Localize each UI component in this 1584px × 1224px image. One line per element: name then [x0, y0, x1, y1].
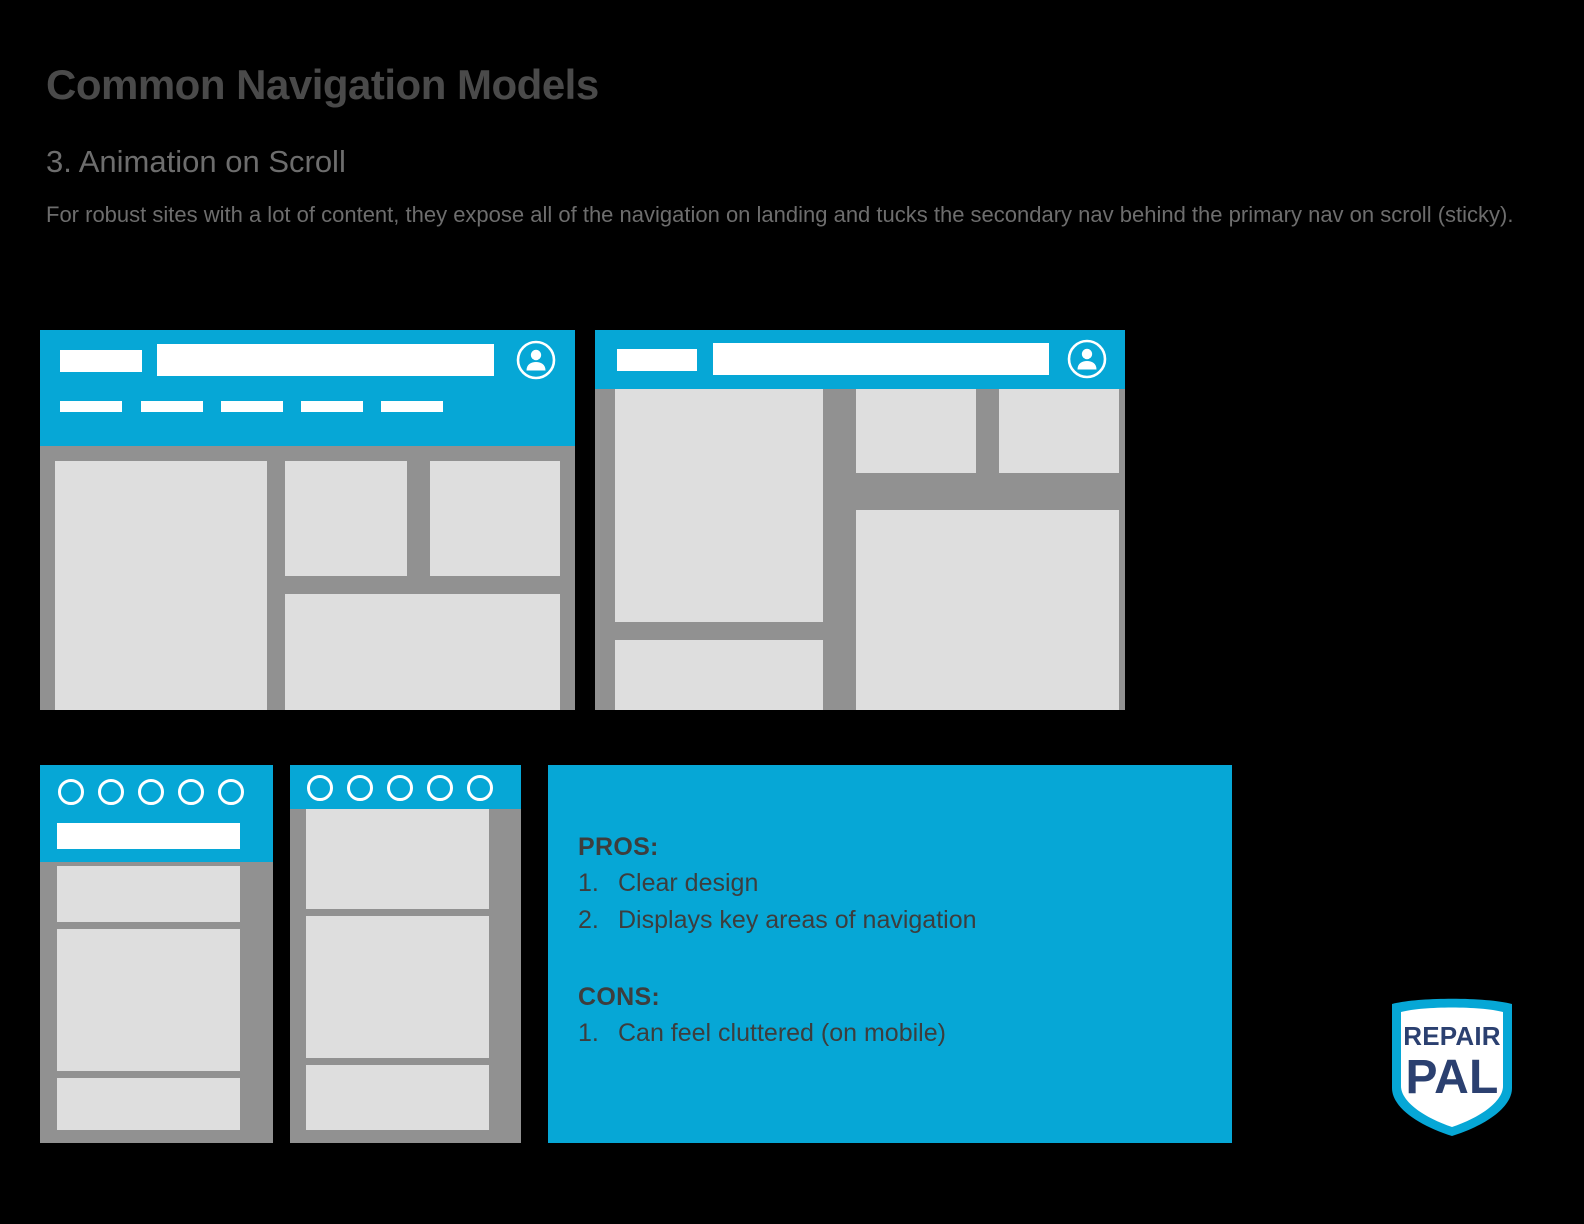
mobile1-nav-circle-3[interactable]: [138, 779, 164, 805]
desktop2-card-top-middle: [856, 389, 976, 473]
wireframe-mobile-landing: [40, 765, 273, 1143]
mobile1-content-block-3: [57, 1078, 240, 1130]
repairpal-logo: REPAIR PAL: [1388, 996, 1516, 1139]
mobile1-content-block-2: [57, 929, 240, 1071]
pros-item-2-text: Displays key areas of navigation: [618, 906, 977, 934]
pros-item-1-number: 1.: [578, 869, 599, 897]
pros-item-1: 1. Clear design: [578, 869, 758, 898]
repairpal-shield-icon: [1392, 998, 1512, 1136]
desktop1-secondary-nav-item-2[interactable]: [141, 401, 203, 412]
desktop1-secondary-nav-item-1[interactable]: [60, 401, 122, 412]
desktop2-card-top-right: [999, 389, 1119, 473]
mobile2-content-block-2: [306, 916, 489, 1058]
desktop1-card-bottom-wide: [285, 594, 560, 710]
pros-item-2-number: 2.: [578, 906, 599, 934]
mobile1-nav-circle-4[interactable]: [178, 779, 204, 805]
desktop2-card-bottom-left: [615, 640, 823, 710]
mobile2-nav-circle-5[interactable]: [467, 775, 493, 801]
logo-text-repair: REPAIR: [1403, 1021, 1501, 1051]
desktop1-search-pill[interactable]: [157, 344, 494, 376]
account-avatar-icon[interactable]: [1067, 339, 1107, 379]
section-subtitle: 3. Animation on Scroll: [46, 144, 346, 179]
mobile1-navbar: [40, 765, 273, 862]
pros-cons-panel: PROS: 1. Clear design 2. Displays key area…: [548, 765, 1232, 1143]
desktop2-logo-pill[interactable]: [617, 349, 697, 371]
mobile1-nav-circle-5[interactable]: [218, 779, 244, 805]
pros-item-2: 2. Displays key areas of navigation: [578, 906, 977, 935]
mobile1-nav-circle-2[interactable]: [98, 779, 124, 805]
section-description: For robust sites with a lot of content, …: [46, 202, 1514, 227]
wireframe-mobile-scrolled: [290, 765, 521, 1143]
desktop1-navbar: [40, 330, 575, 446]
mobile2-nav-circle-1[interactable]: [307, 775, 333, 801]
desktop2-navbar: [595, 330, 1125, 389]
desktop1-logo-pill[interactable]: [60, 350, 142, 372]
wireframe-desktop-landing: [40, 330, 575, 710]
mobile1-search-pill[interactable]: [57, 823, 240, 849]
desktop2-card-bottom-right: [856, 510, 1119, 710]
logo-text-pal: PAL: [1405, 1051, 1499, 1104]
mobile2-content-block-3: [306, 1065, 489, 1130]
cons-label: CONS:: [578, 983, 661, 1011]
desktop1-secondary-nav-item-5[interactable]: [381, 401, 443, 412]
desktop1-card-top-right: [430, 461, 560, 576]
mobile1-nav-circle-1[interactable]: [58, 779, 84, 805]
mobile1-content-block-1: [57, 866, 240, 922]
desktop2-hero-block: [615, 389, 823, 622]
desktop2-search-pill[interactable]: [713, 343, 1049, 375]
desktop1-card-top-middle: [285, 461, 407, 576]
desktop1-hero-block: [55, 461, 267, 710]
desktop1-secondary-nav-item-4[interactable]: [301, 401, 363, 412]
cons-item-1-number: 1.: [578, 1019, 599, 1047]
pros-item-1-text: Clear design: [618, 869, 759, 897]
mobile2-content-block-1: [306, 809, 489, 909]
desktop1-secondary-nav-item-3[interactable]: [221, 401, 283, 412]
page-title: Common Navigation Models: [46, 61, 599, 108]
wireframe-desktop-scrolled: [595, 330, 1125, 710]
mobile2-nav-circle-2[interactable]: [347, 775, 373, 801]
account-avatar-icon[interactable]: [516, 340, 556, 380]
mobile2-nav-circle-4[interactable]: [427, 775, 453, 801]
mobile2-navbar: [290, 765, 521, 809]
pros-label: PROS:: [578, 833, 659, 861]
cons-item-1: 1. Can feel cluttered (on mobile): [578, 1019, 946, 1048]
cons-item-1-text: Can feel cluttered (on mobile): [618, 1019, 946, 1047]
mobile2-nav-circle-3[interactable]: [387, 775, 413, 801]
